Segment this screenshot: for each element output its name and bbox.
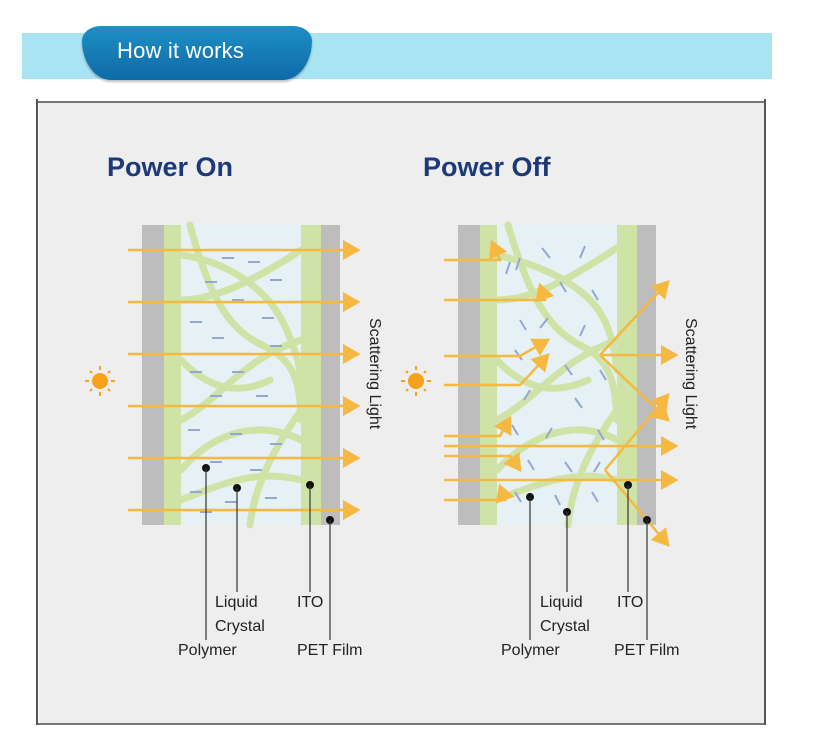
power-off-title: Power Off [423,152,551,182]
label-liquid-on-1: Liquid [215,594,258,611]
liquid-crystal-molecules-off [505,245,607,506]
label-polymer-off: Polymer [501,642,560,659]
label-pet-on: PET Film [297,642,362,659]
power-on-cell: Liquid Crystal Polymer ITO PET Film Scat… [85,221,383,659]
label-ito-off: ITO [617,594,643,611]
liquid-crystal-molecules [188,257,282,513]
sun-icon [401,366,431,396]
label-liquid-on-2: Crystal [215,618,265,635]
label-polymer-on: Polymer [178,642,237,659]
scattering-light-off: Scattering Light [682,318,699,430]
sun-icon [85,366,115,396]
header-title: How it works [117,38,245,63]
label-liquid-off-2: Crystal [540,618,590,635]
panel-bottom-rule [36,723,766,725]
power-off-cell: Liquid Crystal Polymer ITO PET Film Scat… [401,221,699,659]
power-on-title: Power On [107,152,234,182]
scattering-light-on: Scattering Light [366,318,383,430]
header-tab [82,26,312,80]
callout-lines-off [526,481,651,640]
ito-right [301,225,321,525]
pet-film-left [142,225,164,525]
label-liquid-off-1: Liquid [540,594,583,611]
label-ito-on: ITO [297,594,323,611]
label-pet-off: PET Film [614,642,679,659]
ito-left [164,225,181,525]
panel-top-rule [36,101,766,103]
light-rays-on [128,240,361,520]
light-rays-off [444,239,679,547]
pet-film-right [321,225,340,525]
callout-lines-on [202,464,334,640]
